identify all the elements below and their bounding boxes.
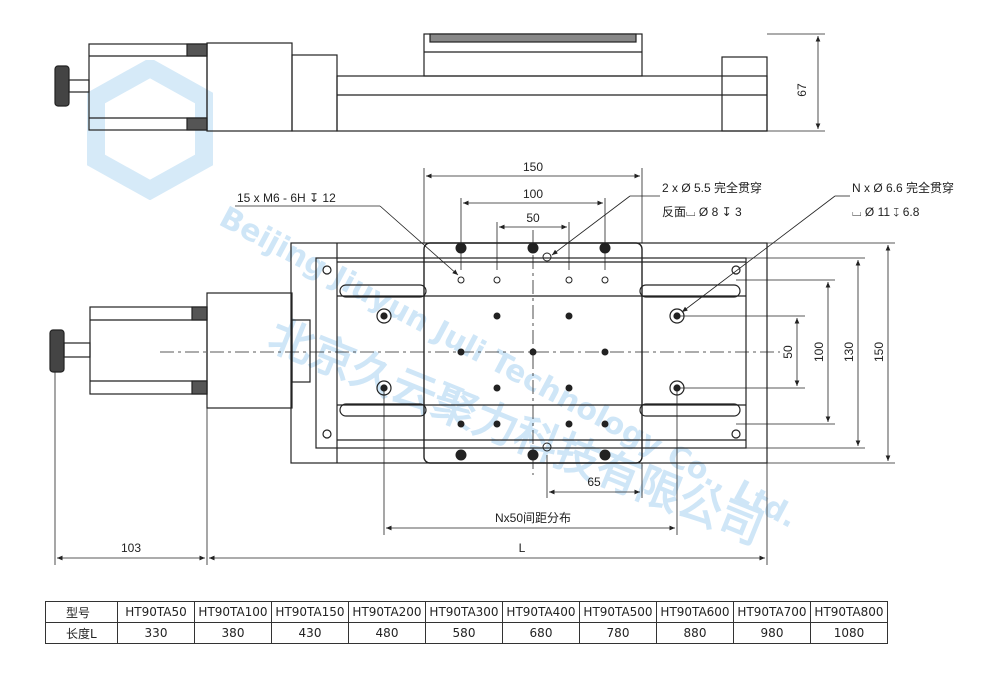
model-cell: HT90TA400 <box>502 601 580 623</box>
dim-100-right: 100 <box>812 342 826 362</box>
spec-table: 型号 HT90TA50 HT90TA100 HT90TA150 HT90TA20… <box>45 601 888 644</box>
side-height-label: 67 <box>795 83 809 97</box>
length-cell: 880 <box>656 622 734 644</box>
knob <box>54 65 70 107</box>
dim-130-right: 130 <box>842 342 856 362</box>
top-dimensions <box>54 168 895 565</box>
model-cell: HT90TA300 <box>425 601 503 623</box>
spacing-label: Nx50间距分布 <box>495 511 571 525</box>
model-header: 型号 <box>45 601 118 623</box>
model-cell: HT90TA700 <box>733 601 811 623</box>
model-cell: HT90TA500 <box>579 601 657 623</box>
model-cell: HT90TA800 <box>810 601 888 623</box>
dim-50-top: 50 <box>526 211 540 225</box>
length-cell: 580 <box>425 622 503 644</box>
dim-103: 103 <box>121 541 141 555</box>
dim-50-right: 50 <box>781 345 795 359</box>
length-cell: 780 <box>579 622 657 644</box>
dim-100-top: 100 <box>523 187 543 201</box>
hole-note-line2: 反面⌴ Ø 8 ↧ 3 <box>662 205 742 219</box>
length-cell: 430 <box>271 622 349 644</box>
dim-150-right: 150 <box>872 342 886 362</box>
mount-note-line1: N x Ø 6.6 完全贯穿 <box>852 180 954 195</box>
length-cell: 380 <box>194 622 272 644</box>
model-row: 型号 HT90TA50 HT90TA100 HT90TA150 HT90TA20… <box>45 601 888 623</box>
side-view <box>54 33 825 132</box>
mount-note-line2: ⌴ Ø 11 ↧ 6.8 <box>852 205 920 219</box>
dim-L: L <box>519 541 526 555</box>
length-cell: 480 <box>348 622 426 644</box>
dim-150-top: 150 <box>523 160 543 174</box>
model-cell: HT90TA200 <box>348 601 426 623</box>
model-cell: HT90TA150 <box>271 601 349 623</box>
model-cell: HT90TA50 <box>117 601 195 623</box>
length-cell: 980 <box>733 622 811 644</box>
top-view <box>49 230 780 475</box>
carriage-holes <box>455 242 611 461</box>
watermark-logo <box>87 60 213 200</box>
length-cell: 680 <box>502 622 580 644</box>
model-cell: HT90TA100 <box>194 601 272 623</box>
length-cell: 1080 <box>810 622 888 644</box>
thread-note: 15 x M6 - 6H ↧ 12 <box>237 191 336 205</box>
length-header: 长度L <box>45 622 118 644</box>
dim-65: 65 <box>587 475 601 489</box>
model-cell: HT90TA600 <box>656 601 734 623</box>
length-row: 长度L 330 380 430 480 580 680 780 880 980 … <box>45 622 888 644</box>
length-cell: 330 <box>117 622 195 644</box>
hole-note-line1: 2 x Ø 5.5 完全贯穿 <box>662 180 762 195</box>
